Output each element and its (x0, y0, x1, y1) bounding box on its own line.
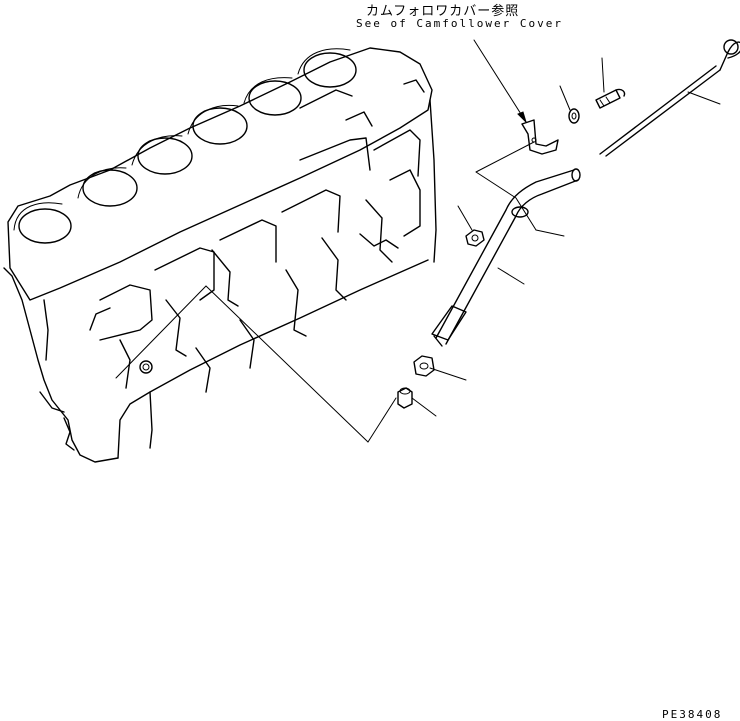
sleeve-plug (397, 387, 413, 409)
cylinder-bore-3 (137, 137, 193, 175)
bolt (595, 88, 626, 109)
reference-note-english: See of Camfollower Cover (356, 17, 563, 30)
washer (568, 108, 580, 124)
engine-block (3, 47, 437, 463)
guide-tube (431, 168, 581, 347)
dipstick-hole (139, 360, 153, 374)
nut-lower (413, 355, 435, 377)
cylinder-bore-5 (248, 80, 302, 116)
cylinder-bore-2 (82, 169, 138, 207)
cylinder-bore-4 (192, 107, 248, 145)
cylinder-bore-6 (303, 52, 357, 88)
leader-lines (115, 39, 721, 443)
nut-on-tube (465, 229, 485, 247)
dipstick (599, 39, 740, 157)
bracket (521, 119, 559, 155)
reference-note-japanese: カムフォロワカバー参照 (366, 4, 520, 19)
drawing-code: PE38408 (662, 708, 723, 721)
cylinder-bore-1 (18, 208, 72, 244)
